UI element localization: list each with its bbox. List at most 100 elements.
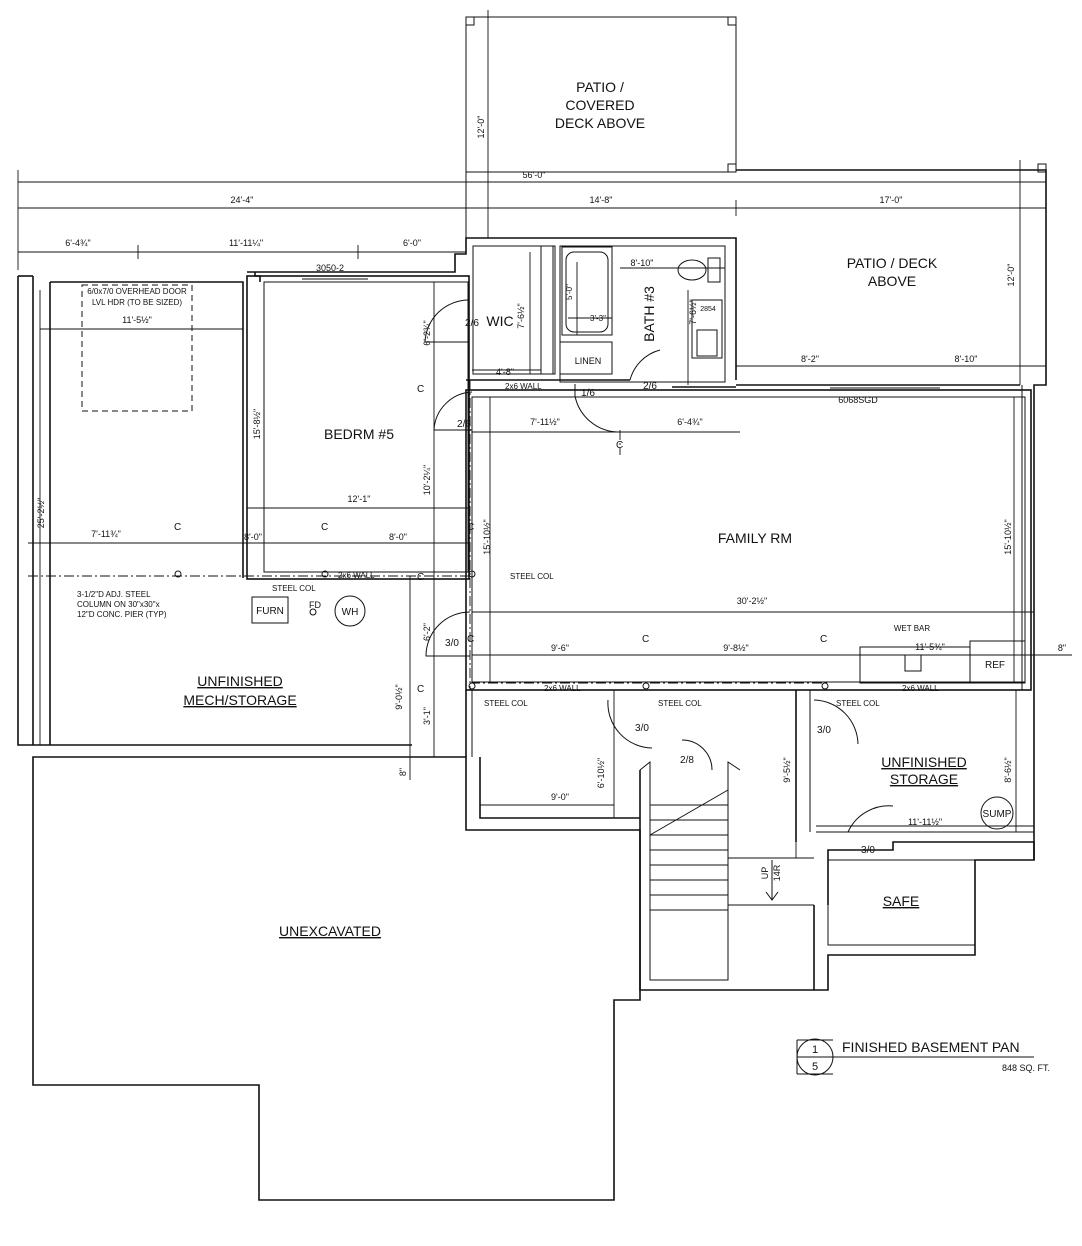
wic-bath-walls xyxy=(466,245,736,388)
cl-marker: C xyxy=(321,522,328,533)
door-label: 2/6 xyxy=(457,419,471,430)
dim-text: 3'-1" xyxy=(422,707,432,725)
cl-marker: C xyxy=(467,522,474,533)
family-room-label: FAMILY RM xyxy=(718,530,792,546)
dim-text: 4'-8" xyxy=(496,367,514,377)
cl-marker: C xyxy=(820,634,827,645)
steel-column-note-1: 3-1/2"D ADJ. STEEL xyxy=(77,590,151,599)
dimension-lines xyxy=(17,10,1072,858)
steel-col-label-1: STEEL COL xyxy=(272,584,316,593)
patio-deck-label-1: PATIO / DECK xyxy=(847,255,938,271)
door-label: 3/0 xyxy=(445,638,459,649)
dim-text: 6'-4¾" xyxy=(677,417,702,427)
stairs xyxy=(649,789,779,911)
cl-marker: C xyxy=(417,384,424,395)
steel-column-note-3: 12"D CONC. PIER (TYP) xyxy=(77,610,167,619)
dim-text: 6'-0" xyxy=(403,238,421,248)
dim-text: 11'-11½" xyxy=(908,817,942,827)
overhead-door-note-2: LVL HDR (TO BE SIZED) xyxy=(92,298,182,307)
door-swings xyxy=(424,299,894,833)
foundation-walls xyxy=(32,756,1035,1201)
plan-area: 848 SQ. FT. xyxy=(1002,1063,1050,1073)
bath-label: BATH #3 xyxy=(641,286,657,342)
dim-text: 8'-10" xyxy=(631,258,654,268)
dim-text: 15'-10½" xyxy=(1003,519,1013,554)
fixture-labels: FURN FD WH SUMP REF WET BAR UP 14R xyxy=(256,600,1012,881)
patio-deck-label-2: ABOVE xyxy=(868,273,916,289)
sheet-number: 5 xyxy=(812,1061,818,1073)
dim-text: 11'-5½" xyxy=(122,315,152,325)
dim-text: 9'-0½" xyxy=(394,684,404,709)
door-label: 2/8 xyxy=(680,755,694,766)
mech-storage-label-1: UNFINISHED xyxy=(197,673,283,689)
floor-drain-label: FD xyxy=(309,600,321,610)
wic-label: WIC xyxy=(486,313,513,329)
slider-6068-label: 6068SGD xyxy=(838,395,878,405)
dim-text: 7'-11¾" xyxy=(91,529,121,539)
centerline-markers: C C C C C C C C C C xyxy=(174,384,827,695)
wet-bar-label: WET BAR xyxy=(894,624,931,633)
water-heater-symbol xyxy=(334,595,366,627)
dim-text: 7'-11½" xyxy=(530,417,560,427)
dim-text: 7'-6½" xyxy=(516,303,526,328)
dim-text: 12'-0" xyxy=(1006,264,1016,287)
unexcavated-label: UNEXCAVATED xyxy=(279,923,381,939)
dim-text: 6'-2" xyxy=(422,623,432,641)
cl-marker: C xyxy=(467,634,474,645)
sump-symbol xyxy=(980,796,1014,830)
dim-text: 9'-8½" xyxy=(723,643,748,653)
dim-text: 8'-2" xyxy=(801,354,819,364)
dim-text: 9'-0" xyxy=(551,792,569,802)
dim-text: 11'-11¼" xyxy=(229,238,263,248)
dim-text: 17'-0" xyxy=(880,195,903,205)
stair-risers-label: 14R xyxy=(772,864,782,881)
dim-text: 6'-4¾" xyxy=(65,238,90,248)
cl-marker: C xyxy=(642,634,649,645)
structural-centerlines xyxy=(28,380,830,690)
dim-text: 7'-6½" xyxy=(688,299,698,324)
cl-marker: C xyxy=(417,572,424,583)
safe-label: SAFE xyxy=(883,893,920,909)
dim-text: 9'-5½" xyxy=(782,757,792,782)
door-label: 2/6 xyxy=(465,318,479,329)
window-3050-label: 3050-2 xyxy=(316,263,344,273)
dim-text: 25'-2½" xyxy=(36,498,46,528)
title-block: 1 5 FINISHED BASEMENT PAN 848 SQ. FT. xyxy=(796,1038,1050,1076)
wall-2x6-label-2: 2x6 WALL xyxy=(505,382,542,391)
door-label: 3/0 xyxy=(635,723,649,734)
patio-covered-label-2: COVERED xyxy=(565,97,634,113)
mech-storage-walls xyxy=(17,275,412,746)
plan-title: FINISHED BASEMENT PAN xyxy=(842,1039,1020,1055)
sump-label: SUMP xyxy=(983,809,1012,820)
dim-text: 12'-0" xyxy=(476,116,486,139)
dim-text: 14'-8" xyxy=(590,195,613,205)
steel-columns xyxy=(174,570,829,690)
dim-text: 15'-10½" xyxy=(482,519,492,554)
cl-marker: C xyxy=(417,684,424,695)
wall-2x6-label-1: 2x6 WALL xyxy=(338,571,375,580)
door-label: 3/0 xyxy=(861,845,875,856)
refrigerator-label: REF xyxy=(985,660,1005,671)
dim-text: 8'-0" xyxy=(244,532,262,542)
dim-text: 12'-1" xyxy=(348,494,371,504)
dim-text: 30'-2½" xyxy=(737,596,767,606)
dim-text: 9'-6" xyxy=(551,643,569,653)
window-2854-label: 2854 xyxy=(700,306,716,313)
overhead-door-note-1: 6/0x7/0 OVERHEAD DOOR xyxy=(87,287,187,296)
mech-storage-label-2: MECH/STORAGE xyxy=(183,692,296,708)
dim-text: 8" xyxy=(1058,643,1066,653)
dim-text: 5'-0" xyxy=(565,284,574,300)
patio-above-outline xyxy=(465,16,1047,238)
stair-up-label: UP xyxy=(760,867,770,880)
steel-column-note-2: COLUMN ON 30"x30"x xyxy=(77,600,160,609)
dim-text: 8" xyxy=(398,768,408,776)
room-labels: PATIO / COVERED DECK ABOVE PATIO / DECK … xyxy=(183,79,966,939)
door-label: 2/6 xyxy=(643,381,657,392)
cl-marker: C xyxy=(616,440,623,451)
detail-number: 1 xyxy=(812,1044,818,1056)
door-labels: 2/6 2/6 2/6 1/6 3/0 3/0 3/0 3/0 2/8 xyxy=(445,318,875,856)
dim-text: 11'-5¾" xyxy=(915,642,945,652)
furnace-symbol xyxy=(251,596,289,624)
dimension-text: 56'-0" 24'-4" 14'-8" 17'-0" 6'-4¾" 11'-1… xyxy=(36,116,1066,827)
